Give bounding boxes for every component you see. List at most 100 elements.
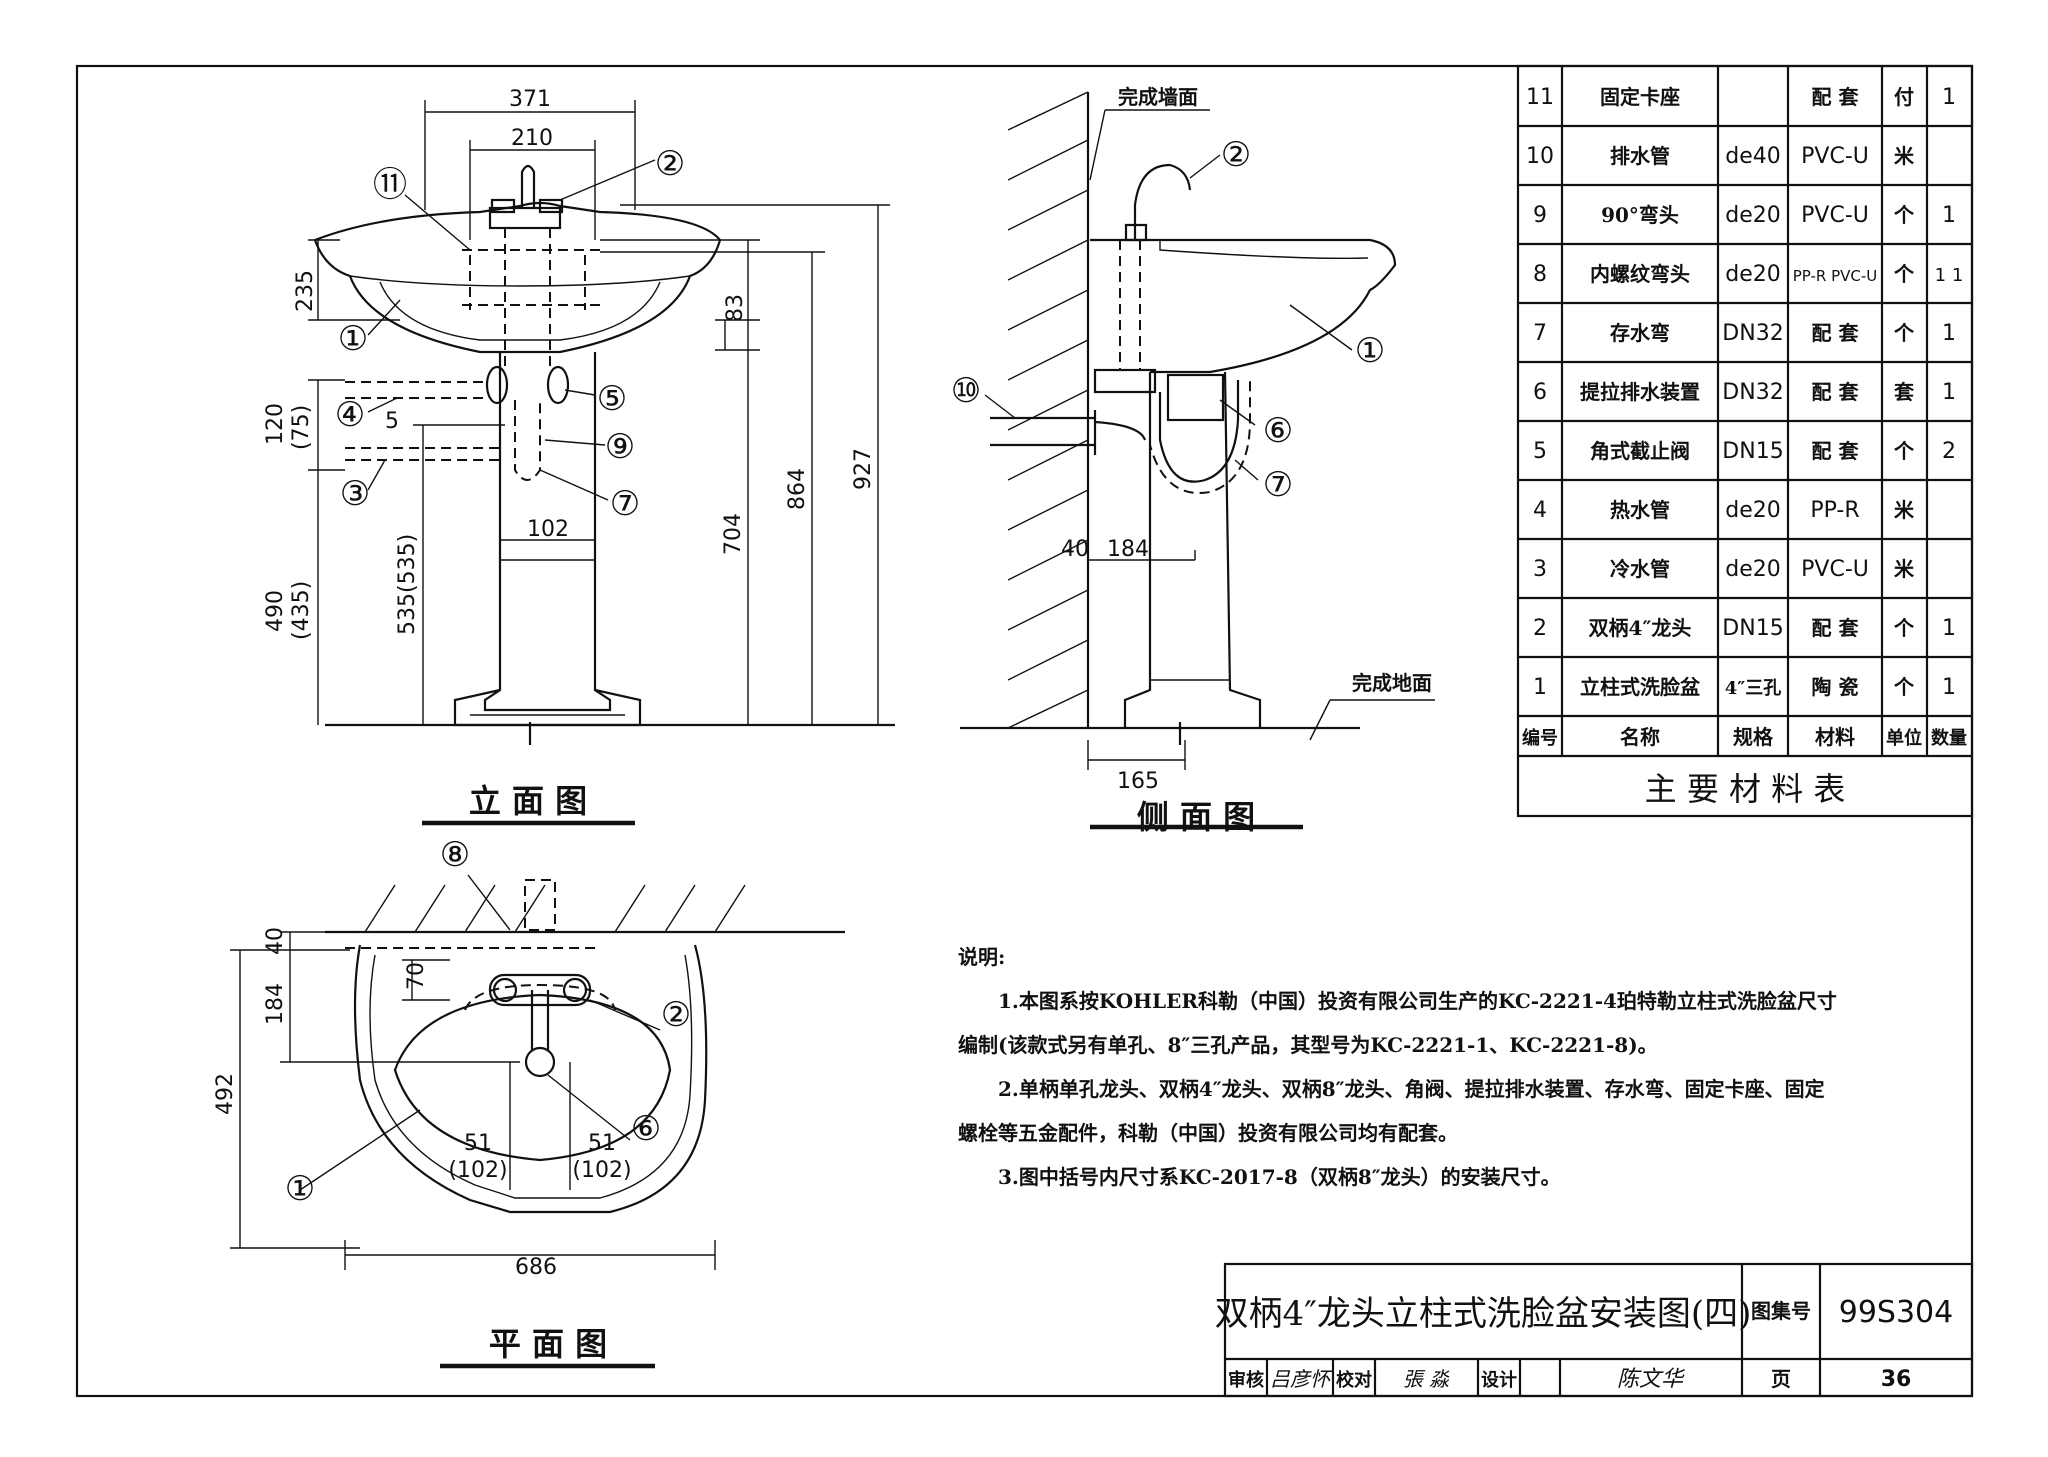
page-label: 页	[1771, 1367, 1791, 1391]
table-cell: de20	[1725, 498, 1781, 523]
wall-label: 完成墙面	[1118, 85, 1198, 109]
table-cell: PP-R PVC-U	[1793, 267, 1878, 285]
table-cell: 冷水管	[1610, 557, 1670, 581]
table-cell: 个	[1893, 616, 1915, 640]
table-cell: 排水管	[1610, 144, 1670, 168]
table-cell: 双柄4″龙头	[1589, 616, 1692, 640]
plan-dim-70: 70	[404, 962, 429, 990]
table-row: 4 热水管 de20 PP-R 米	[1533, 498, 1915, 523]
plan-dim-184: 184	[263, 983, 288, 1025]
plan-callout-1: ①	[285, 1169, 315, 1209]
elev-callout-11: ⑪	[373, 165, 407, 205]
plan-dim-492: 492	[213, 1073, 238, 1115]
table-cell: 立柱式洗脸盆	[1580, 675, 1701, 699]
elev-callout-1: ①	[338, 319, 368, 359]
notes-line: 2.单柄单孔龙头、双柄4″龙头、双柄8″龙头、角阀、提拉排水装置、存水弯、固定卡…	[998, 1077, 1825, 1101]
side-title: 侧 面 图	[1137, 798, 1255, 836]
plan-dim-686: 686	[515, 1255, 557, 1280]
table-cell: 套	[1894, 380, 1914, 404]
table-cell: 2	[1942, 439, 1956, 464]
table-header: 单位	[1886, 727, 1922, 749]
table-row: 3 冷水管 de20 PVC-U 米	[1533, 557, 1915, 582]
floor-label: 完成地面	[1352, 671, 1432, 695]
table-cell: DN15	[1722, 439, 1783, 464]
table-cell: 陶 瓷	[1812, 675, 1859, 699]
table-cell: 5	[1533, 439, 1547, 464]
elev-dim-83: 83	[723, 294, 748, 322]
plan-callout-2: ②	[661, 995, 691, 1035]
elev-callout-7: ⑦	[610, 484, 640, 524]
table-header-row: 编号 名称 规格 材料 单位 数量	[1522, 725, 1967, 749]
table-cell: 个	[1893, 321, 1915, 345]
table-cell: 个	[1893, 262, 1915, 286]
table-cell: 1	[1942, 380, 1956, 405]
table-cell: 3	[1533, 557, 1547, 582]
table-cell: 提拉排水装置	[1580, 380, 1700, 404]
table-row: 1 立柱式洗脸盆 4″三孔 陶 瓷 个 1	[1533, 675, 1956, 700]
elev-dim-704: 704	[721, 513, 746, 555]
atlas-number: 99S304	[1839, 1295, 1953, 1330]
table-cell: 4″三孔	[1725, 678, 1782, 699]
table-cell: de20	[1725, 203, 1781, 228]
elev-dim-535: 535(535)	[395, 534, 420, 635]
table-cell: PVC-U	[1801, 203, 1869, 228]
table-cell: 米	[1894, 557, 1915, 581]
table-row: 6 提拉排水装置 DN32 配 套 套 1	[1533, 380, 1956, 405]
table-cell: de20	[1725, 262, 1781, 287]
table-cell: 1	[1942, 616, 1956, 641]
table-cell: 配 套	[1812, 439, 1859, 463]
table-cell: 配 套	[1812, 616, 1859, 640]
elevation-view	[308, 100, 895, 826]
table-header: 编号	[1522, 727, 1558, 749]
table-cell: 1	[1942, 675, 1956, 700]
check-label: 校对	[1336, 1369, 1372, 1391]
table-cell: PP-R	[1810, 498, 1859, 523]
table-cell: 内螺纹弯头	[1590, 262, 1690, 286]
notes-line: 3.图中括号内尺寸系KC-2017-8（双柄8″龙头）的安装尺寸。	[998, 1165, 1561, 1189]
table-cell: 米	[1894, 498, 1915, 522]
table-cell: 1	[1942, 85, 1956, 110]
side-callout-6: ⑥	[1263, 411, 1293, 451]
elev-callout-5: ⑤	[597, 379, 627, 419]
plan-dim-51-right: 51	[588, 1131, 616, 1156]
table-row: 11 固定卡座 配 套 付 1	[1526, 85, 1956, 110]
elev-dim-5: 5	[385, 409, 399, 434]
table-cell: 6	[1533, 380, 1547, 405]
notes-heading: 说明:	[958, 945, 1006, 969]
side-callout-2: ②	[1221, 135, 1251, 175]
elev-callout-2: ②	[655, 144, 685, 184]
table-cell: 11	[1526, 85, 1554, 110]
plan-title: 平 面 图	[489, 1325, 607, 1363]
side-callout-7: ⑦	[1263, 465, 1293, 505]
table-cell: DN32	[1722, 321, 1783, 346]
elev-dim-490: 490	[263, 590, 288, 632]
table-cell: 个	[1893, 439, 1915, 463]
table-row: 8 内螺纹弯头 de20 PP-R PVC-U 个 1 1	[1533, 262, 1963, 287]
table-cell: 个	[1893, 675, 1915, 699]
table-cell: de20	[1725, 557, 1781, 582]
table-row: 5 角式截止阀 DN15 配 套 个 2	[1533, 439, 1956, 464]
check-signature: 張 淼	[1403, 1367, 1450, 1391]
table-cell: 1	[1533, 675, 1547, 700]
atlas-label: 图集号	[1751, 1299, 1811, 1323]
plan-dim-102-right: (102)	[572, 1158, 631, 1183]
table-cell: 配 套	[1812, 380, 1859, 404]
elev-dim-235: 235	[293, 270, 318, 312]
table-caption: 主 要 材 料 表	[1645, 770, 1846, 808]
table-cell: 米	[1894, 144, 1915, 168]
table-header: 名称	[1620, 725, 1660, 749]
elev-dim-210: 210	[511, 126, 553, 151]
table-cell: 付	[1894, 85, 1914, 109]
table-cell: 4	[1533, 498, 1547, 523]
side-dim-165: 165	[1117, 769, 1159, 794]
table-cell: 1	[1942, 203, 1956, 228]
table-cell: 90°弯头	[1601, 203, 1679, 227]
table-cell: 1	[1942, 321, 1956, 346]
table-cell: 角式截止阀	[1590, 439, 1690, 463]
elev-dim-864: 864	[785, 468, 810, 510]
title-block	[1223, 1262, 1974, 1398]
elev-dim-927: 927	[851, 448, 876, 490]
table-cell: 热水管	[1610, 498, 1670, 522]
table-cell: 2	[1533, 616, 1547, 641]
